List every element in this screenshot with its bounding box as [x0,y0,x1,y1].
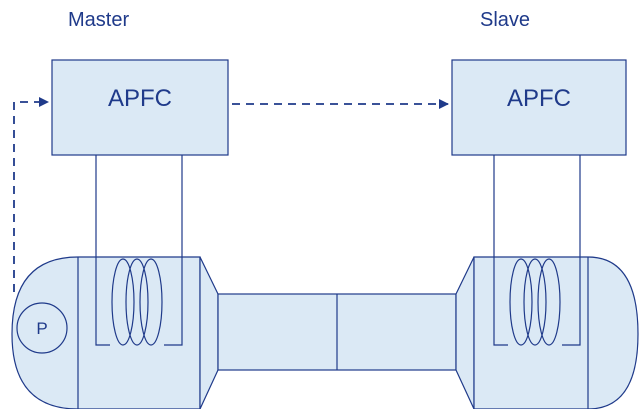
master-coil [95,155,183,346]
slave-coil [493,155,581,346]
master-label: Master [68,9,130,31]
right-cylinder [473,256,639,409]
pump-feedback-arrow [13,97,49,292]
master-apfc-box [51,59,229,156]
slave-label: Slave [480,9,531,31]
right-taper [455,256,475,409]
left-taper [199,256,219,409]
slave-apfc-box [451,59,627,156]
pump-icon [16,302,68,354]
left-cylinder [11,256,201,409]
master-apfc-label: APFC [108,85,172,112]
pump-label: P [36,319,47,338]
slave-apfc-label: APFC [507,85,571,112]
